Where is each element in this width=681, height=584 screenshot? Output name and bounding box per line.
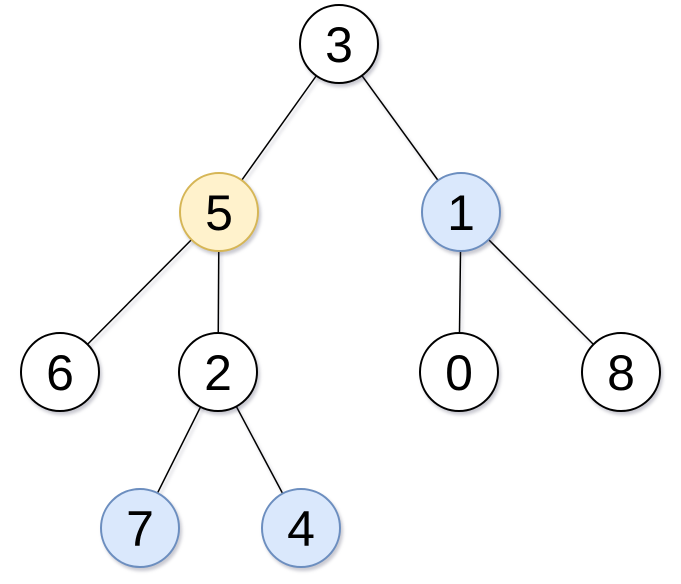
tree-node-2: 2 bbox=[178, 332, 258, 412]
tree-node-3: 3 bbox=[299, 4, 379, 84]
tree-node-8: 8 bbox=[581, 332, 661, 412]
node-label-2: 2 bbox=[204, 345, 232, 401]
node-label-1: 1 bbox=[447, 185, 475, 241]
node-label-8: 8 bbox=[607, 345, 635, 401]
tree-node-5: 5 bbox=[179, 172, 259, 252]
tree-node-0: 0 bbox=[419, 332, 499, 412]
node-circle-6 bbox=[20, 332, 100, 412]
node-circle-7 bbox=[100, 488, 180, 568]
node-label-5: 5 bbox=[205, 185, 233, 241]
node-label-7: 7 bbox=[126, 501, 154, 557]
tree-node-1: 1 bbox=[421, 172, 501, 252]
node-circle-5 bbox=[179, 172, 259, 252]
node-label-0: 0 bbox=[445, 345, 473, 401]
node-circle-2 bbox=[178, 332, 258, 412]
node-circle-3 bbox=[299, 4, 379, 84]
tree-node-4: 4 bbox=[261, 488, 341, 568]
node-circle-0 bbox=[419, 332, 499, 412]
node-label-4: 4 bbox=[287, 501, 315, 557]
tree-node-6: 6 bbox=[20, 332, 100, 412]
node-circle-4 bbox=[261, 488, 341, 568]
node-circle-8 bbox=[581, 332, 661, 412]
node-circle-1 bbox=[421, 172, 501, 252]
node-label-3: 3 bbox=[325, 17, 353, 73]
tree-node-7: 7 bbox=[100, 488, 180, 568]
node-label-6: 6 bbox=[46, 345, 74, 401]
